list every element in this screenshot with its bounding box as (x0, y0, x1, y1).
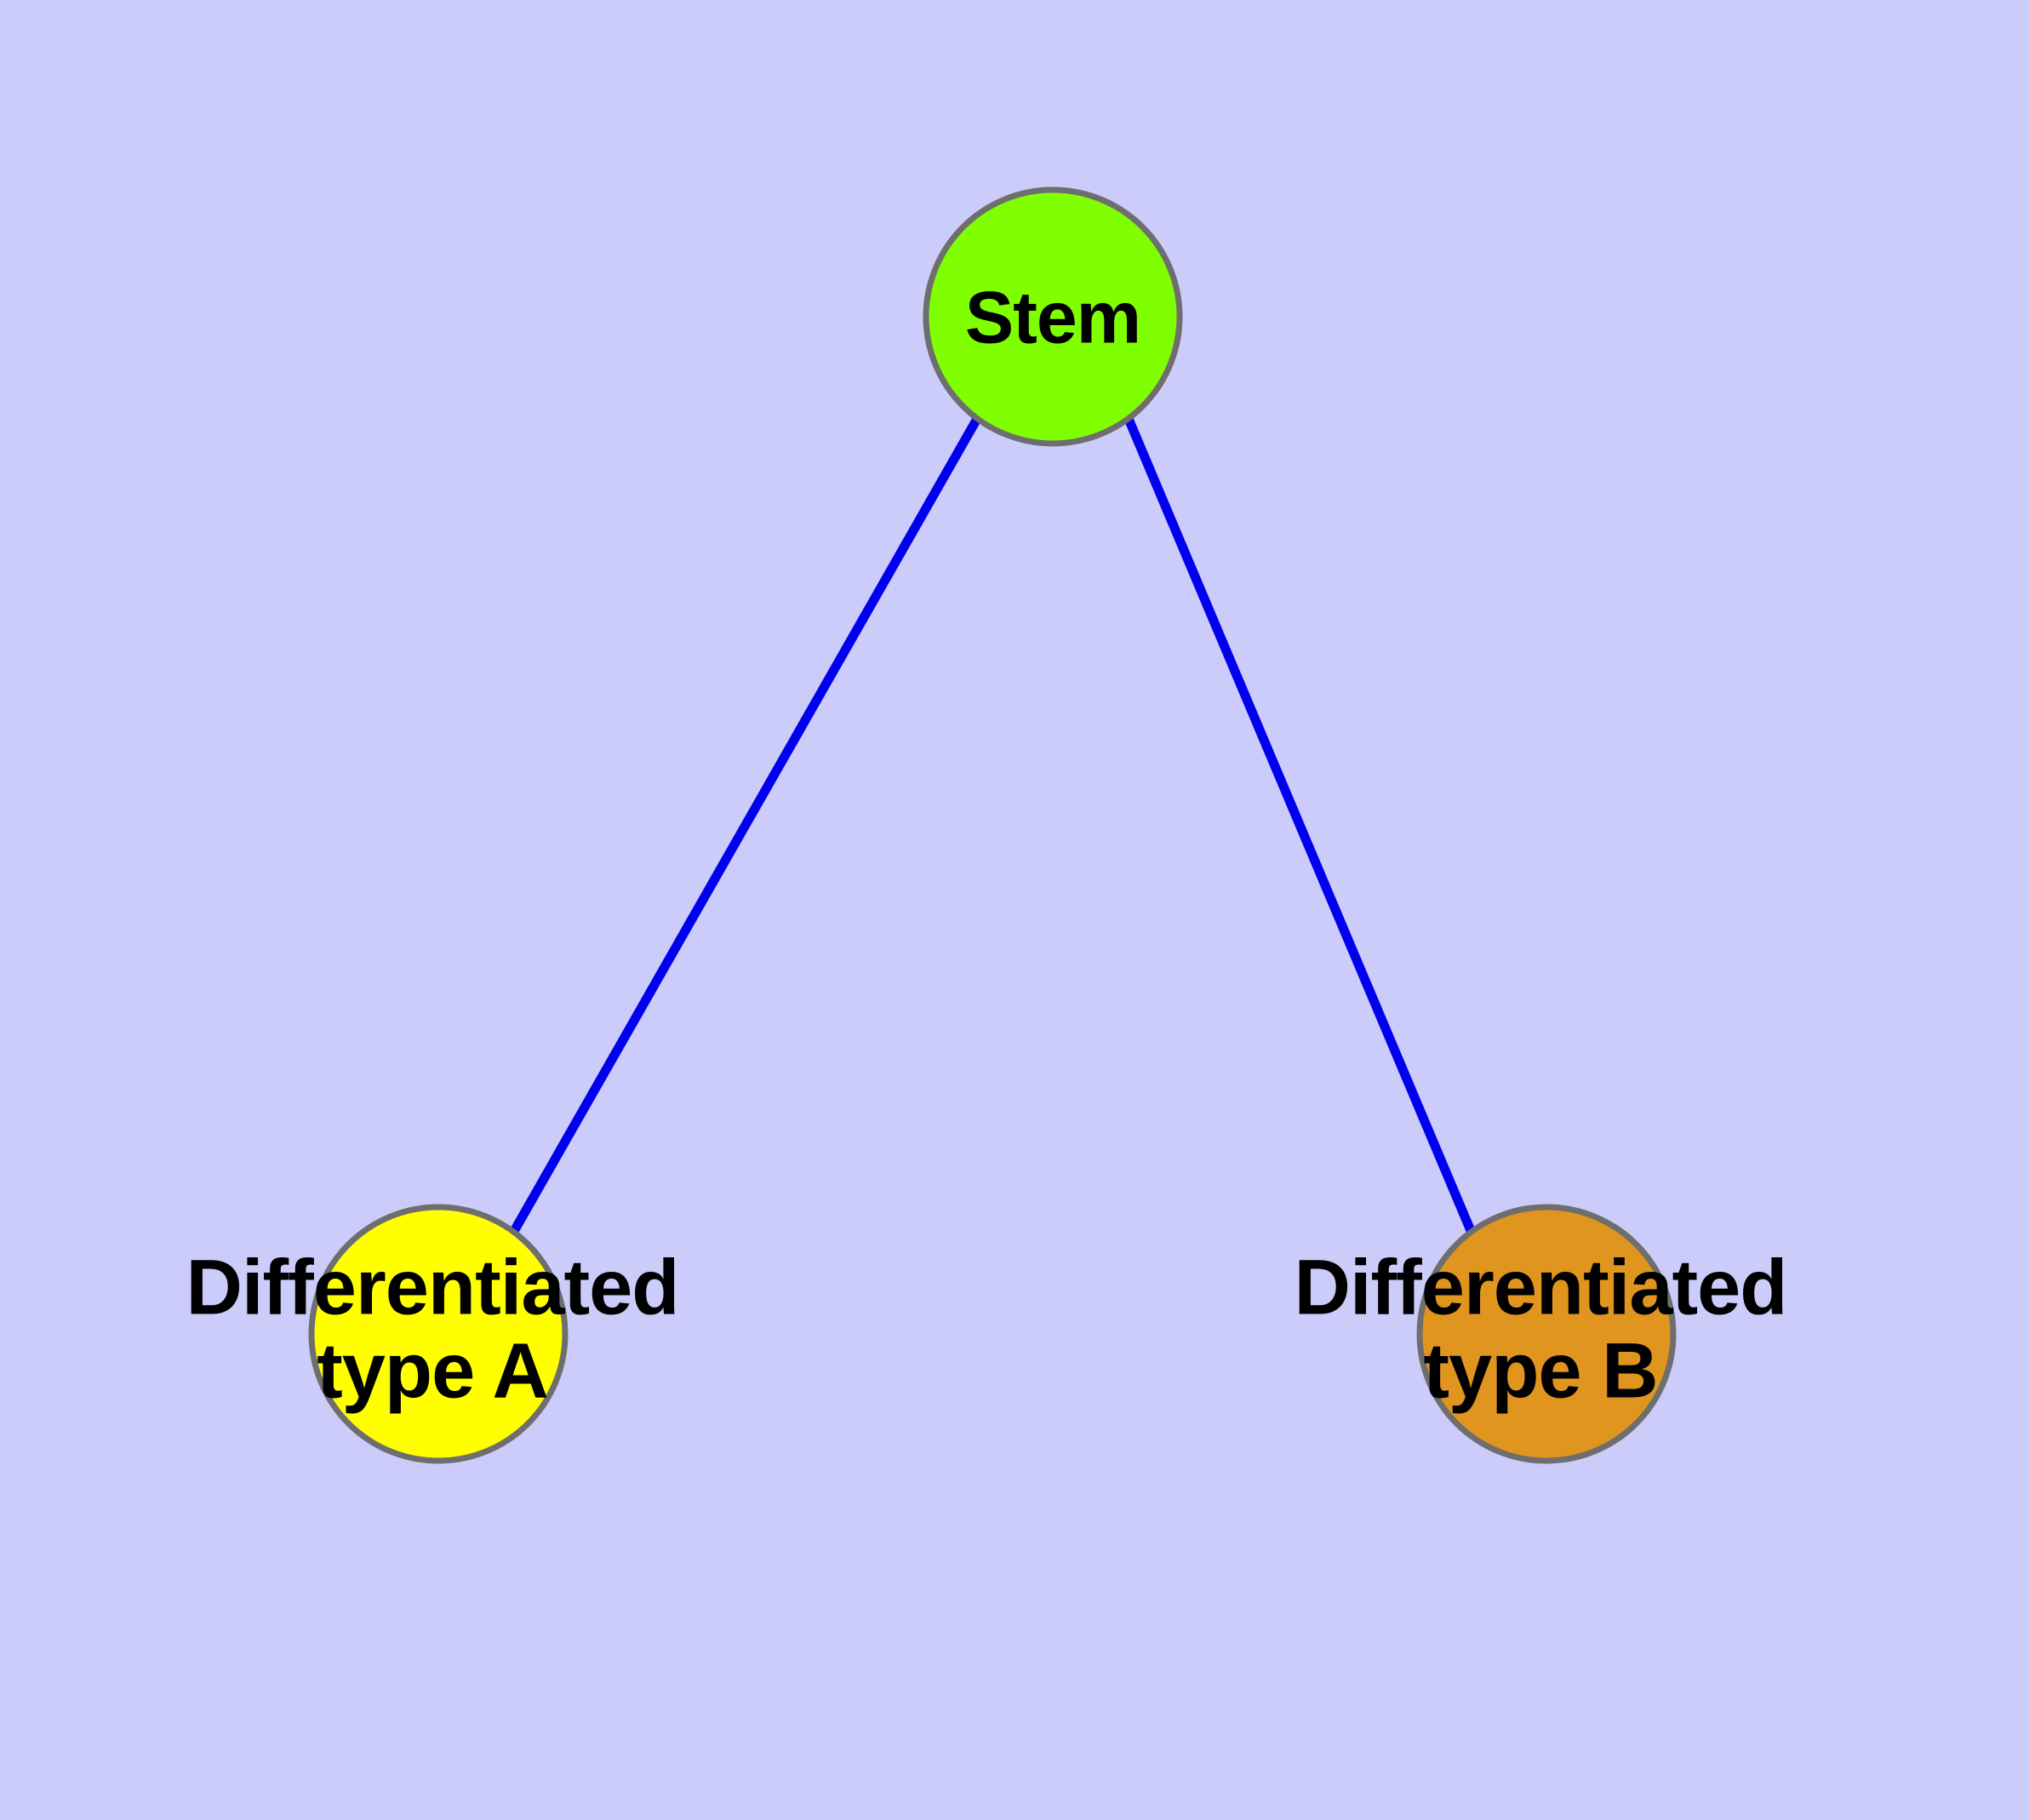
edge-stem-to-diff-b (1123, 416, 1477, 1235)
edge-layer (509, 416, 1477, 1235)
node-layer (308, 186, 1677, 1464)
edge-stem-to-diff-a (509, 416, 981, 1235)
node-differentiated-type-b[interactable] (1416, 1204, 1677, 1464)
node-stem[interactable] (923, 186, 1183, 447)
node-differentiated-type-a[interactable] (308, 1204, 569, 1464)
